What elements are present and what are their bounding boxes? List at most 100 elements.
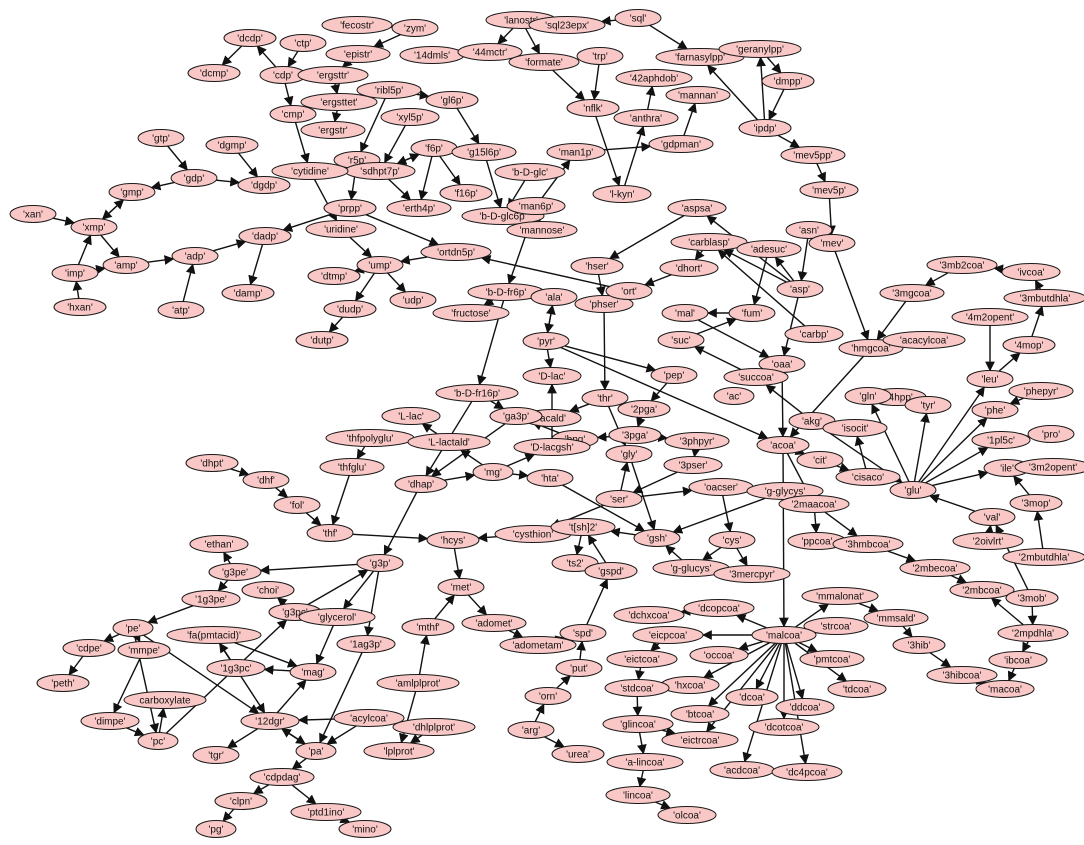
node-label: 'mino' [352,825,378,836]
node-2maacoa: '2maacoa' [778,495,850,513]
node-label: '14dmls' [414,51,450,62]
edge-phser-to-thr [599,312,610,391]
node-label: 'dc4pcoa' [786,768,828,779]
node-ellipse [822,419,888,437]
node-ellipse [892,636,946,654]
edge-man6p-to-man1p [541,159,571,199]
node-ellipse [356,554,404,572]
node-tgr: 'tgr' [192,746,240,764]
node-ellipse [551,745,605,763]
node-sdhpt7p: 'sdhpt7p' [344,162,416,180]
node-label: 'thfglu' [338,463,366,474]
node-label: 'mannan' [678,91,718,102]
node-label: 'mg' [484,468,502,479]
node-label: 'D-lacgsh' [530,443,573,454]
edge-nflk-to-lkyn [595,116,621,187]
node-ellipse [242,471,290,489]
node-dutp: 'dutp' [295,331,349,349]
node-ellipse [185,454,239,472]
edge-2mbutdhla-to-3mop [1033,510,1044,549]
node-carblasp: 'carblasp' [670,233,748,251]
edge-mmsald-to-3hib [902,625,913,638]
edge-alincoa-to-lincoa [636,770,647,788]
node-atp: 'atp' [157,301,205,319]
node-label: 'dhort' [676,264,703,275]
node-label: 'mev' [821,239,844,250]
node-ellipse [506,221,578,239]
node-gtp: 'gtp' [137,129,185,147]
node-dgdp: 'dgdp' [237,176,291,194]
node-ellipse [300,93,378,111]
edge-thf-to-hcys [352,533,429,543]
edge-sdhpt7p-to-erth4p [388,178,412,201]
node-label: 'g3pc' [282,608,308,619]
node-ellipse [761,72,815,90]
node-man6p: 'man6p' [506,197,566,215]
node-label: 'ser' [610,495,628,506]
edge-pyr-to-pep [564,345,657,373]
node-dlacgsh: 'D-lacgsh' [513,438,591,456]
node-label: 'sql' [630,14,647,25]
node-label: 'peth' [51,679,74,690]
edge-ibcoa-to-macoa [1007,668,1017,682]
node-ellipse [904,396,952,414]
node-3mbutdhla: '3mbutdhla' [1003,289,1084,307]
node-label: 'urea' [566,750,590,761]
node-ellipse [592,185,652,203]
node-ellipse [295,331,349,349]
edge-prpp-to-dadp [282,213,332,232]
node-label: 'choi' [257,586,279,597]
node-label: 'g-glycys' [765,487,806,498]
node-damp: 'damp' [221,284,275,302]
node-label: 'ctp' [294,39,311,50]
edge-cdpdag-to-ptd1ino [291,784,317,805]
node-ellipse [608,426,662,444]
edge-epistr-to-ergsttr [341,57,353,68]
node-3hmbcoa: '3hmbcoa' [832,535,904,553]
node-ellipse [157,301,205,319]
nodes-layer: 'dcdp''dcmp''ctp''cdp''fecostr''zym''epi… [9,9,1084,838]
node-label: 'adometam' [512,641,563,652]
node-label: 'fa(pmtacid)' [187,631,241,642]
node-3phpyr: '3phpyr' [664,432,730,450]
edge-3pga-to-3phpyr [657,432,668,443]
edge-put-to-spd [576,640,586,660]
node-label: 'pc' [151,737,165,748]
node-label: 'hmgcoa' [851,344,890,355]
node-label: 'f6p' [425,144,443,155]
edge-cys-to-3mercpyr [736,547,748,567]
node-asn: 'asn' [785,221,833,239]
node-ellipse [522,367,582,385]
node-label: '3mgcoa' [892,289,931,300]
node-label: 'amlplprot' [396,679,441,690]
node-ellipse [451,143,517,161]
node-ellipse [80,712,140,730]
edge-acylcoa-to-12dgr [297,714,335,725]
edge-amlplprot-to-mthf [418,634,430,675]
node-ellipse [613,109,679,127]
node-ellipse [305,220,377,238]
edge-hcys-to-met [453,548,463,580]
node-label: 'l-kyn' [610,190,635,201]
node-pc: 'pc' [137,732,179,750]
node-ellipse [530,288,578,306]
edge-sql-to-sql23epx [600,15,616,26]
node-hxan: 'hxan' [53,298,107,316]
node-label: 'cdp' [273,71,293,82]
node-gdpman: 'gdpman' [648,135,714,153]
node-choi: 'choi' [241,581,295,599]
node-ellipse [659,259,719,277]
node-alincoa: 'a-lincoa' [606,753,684,771]
edge-ump-to-udp [387,272,407,293]
node-ellipse [738,119,792,137]
edge-imp-to-xmp [77,234,92,265]
edge-ort-to-ortdn5p [480,254,610,288]
node-ellipse [1002,548,1084,566]
edge-aspsa-to-hser [608,214,685,260]
node-label: 'gspd' [598,567,624,578]
node-ellipse [187,64,241,82]
node-amlplprot: 'amlplprot' [376,674,460,692]
node-label: '1g3pe' [195,595,227,606]
edge-prpp-to-ortdn5p [365,214,440,246]
edge-clpn-to-pg [222,808,235,822]
